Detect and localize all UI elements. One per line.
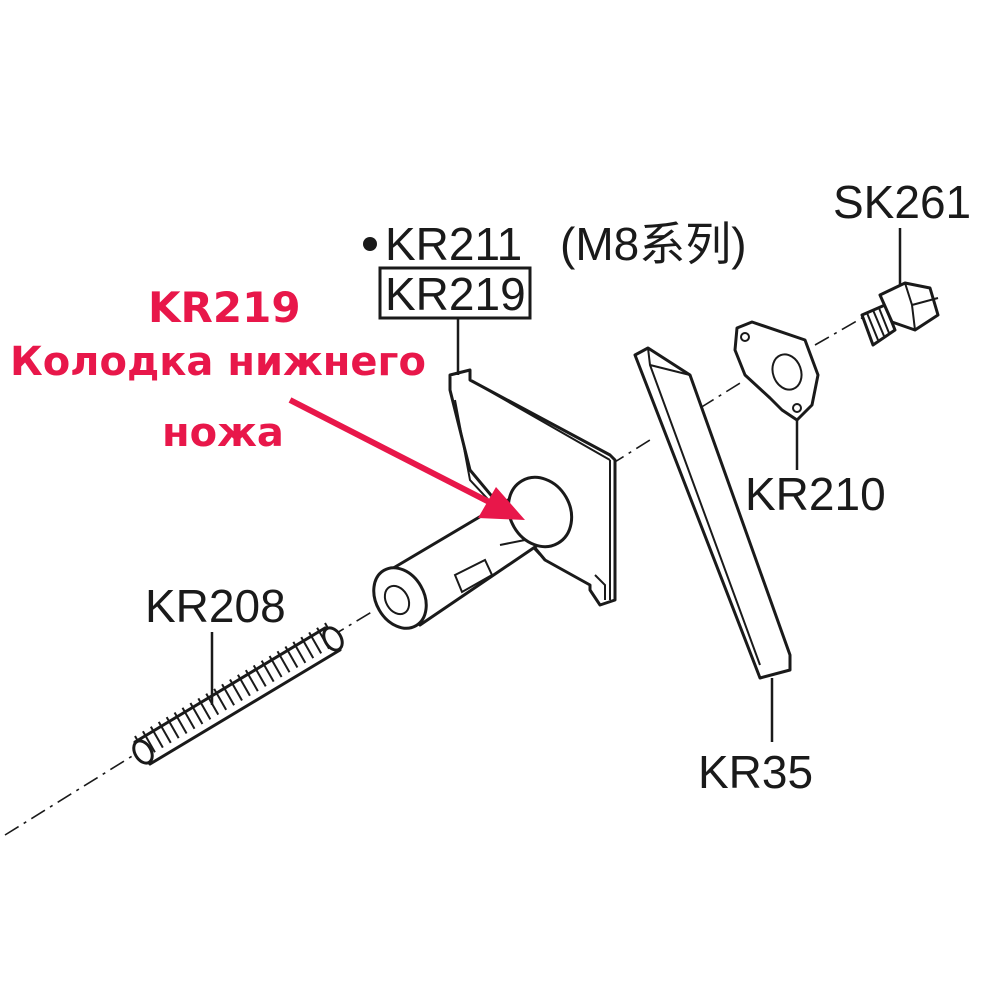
annotation-line1: Колодка нижнего [10, 339, 426, 385]
sk261-screw [860, 281, 940, 347]
spring-coil [213, 688, 228, 711]
spring-coil [189, 702, 204, 725]
spring-coil [157, 721, 172, 744]
label-kr208: KR208 [145, 580, 286, 632]
spring-coil [284, 646, 299, 669]
spring-coil [252, 664, 267, 687]
spring-coil [260, 660, 275, 683]
annotation-line2: ножа [162, 410, 284, 456]
spring-coil [308, 631, 323, 654]
spring-coil [221, 683, 235, 706]
kr219-bracket [372, 368, 617, 630]
label-kr211: KR211 [385, 218, 522, 270]
label-sk261: SK261 [833, 176, 971, 228]
spring-coil [181, 707, 196, 730]
label-kr219: KR219 [385, 268, 526, 320]
kr219-label-box [378, 266, 532, 320]
kr35-blade [633, 346, 792, 680]
kr208-spring [132, 622, 344, 766]
spring-coil [149, 726, 164, 749]
spring-coil [229, 679, 243, 701]
spring-coil [268, 655, 283, 678]
spring-coil [197, 697, 212, 720]
spring-coil [276, 650, 291, 673]
annotation-arrow [288, 397, 525, 520]
spring-coil [300, 636, 315, 659]
spring-coil [173, 711, 188, 734]
spring-coil [244, 669, 259, 692]
spring-coil [142, 730, 156, 753]
spring-coil [165, 716, 180, 739]
spring-coil [237, 674, 251, 697]
annotation-code: KR219 [148, 283, 301, 332]
bullet-icon [363, 237, 377, 251]
label-kr35: KR35 [698, 746, 813, 798]
label-kr210: KR210 [745, 468, 886, 520]
assembly-axis [4, 317, 863, 836]
kr210-washer [733, 320, 820, 422]
spring-coil [292, 641, 307, 664]
label-kr211-note: (M8系列) [560, 218, 747, 270]
